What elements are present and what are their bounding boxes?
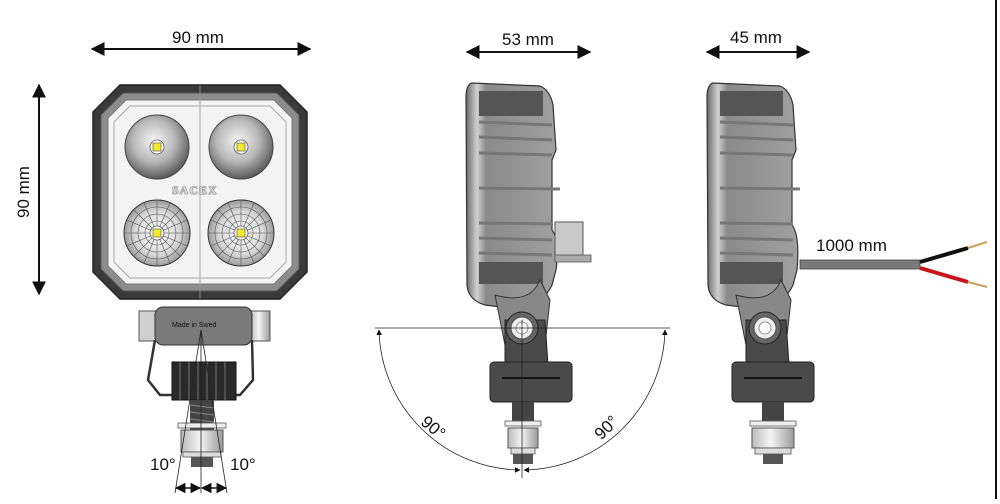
reflector-bottom-right [207, 199, 275, 267]
front-view [32, 42, 312, 494]
frame-border [995, 0, 997, 499]
front-height-label: 90 mm [13, 166, 33, 218]
front-width-label: 90 mm [172, 28, 224, 47]
front-mount-bracket [138, 306, 271, 467]
power-cable [799, 259, 921, 270]
side-view-connector [375, 45, 670, 478]
rotation-left-arc [376, 329, 521, 473]
reflector-bottom-left [123, 199, 191, 267]
led-chip-icon [236, 142, 246, 152]
rotation-right-arc [523, 329, 668, 473]
tilt-left-label: 10° [150, 455, 176, 474]
brand-mark: SACEX [172, 183, 218, 197]
side-depth-45-label: 45 mm [730, 28, 782, 47]
tilt-right-label: 10° [230, 455, 256, 474]
wire-black [919, 246, 969, 264]
tilt-angle-lines [174, 329, 228, 494]
cable-length-label: 1000 mm [816, 236, 887, 255]
led-chip-icon [152, 142, 162, 152]
side-view-cable [705, 45, 988, 464]
side-depth-53-label: 53 mm [502, 30, 554, 49]
connector-plug [554, 221, 584, 261]
wire-red [919, 266, 969, 284]
housing-stamp: Made in Swed [172, 322, 217, 329]
